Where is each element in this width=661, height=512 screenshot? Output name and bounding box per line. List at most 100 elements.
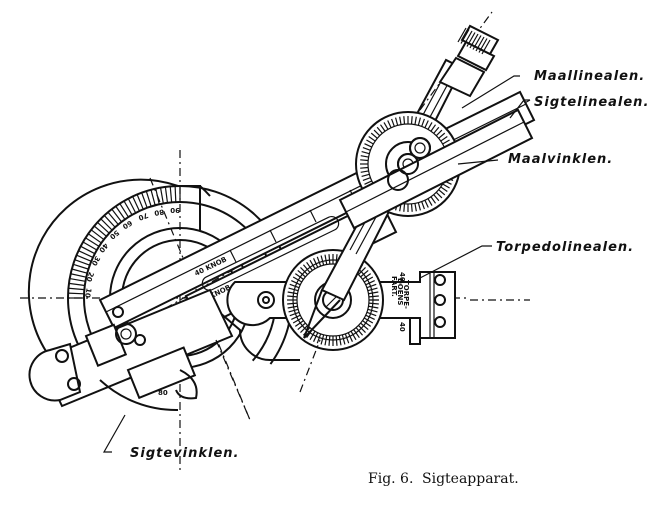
- figure-caption-title: Sigteapparat.: [422, 471, 519, 487]
- scale-tick: [136, 194, 144, 210]
- scale-tick: [292, 276, 303, 283]
- scale-tick: [442, 139, 450, 145]
- knurl-line: [478, 38, 488, 53]
- scale-tick: [159, 187, 164, 204]
- radial-line-lower: [215, 339, 251, 421]
- scale-tick: [320, 334, 325, 345]
- scale-tick: [364, 143, 373, 148]
- scale-tick: [111, 208, 123, 223]
- scale-tick: [328, 335, 331, 346]
- scale-tick: [123, 200, 133, 216]
- scale-tick: [368, 295, 379, 298]
- scale-tick: [427, 198, 433, 206]
- knurl-line: [481, 39, 491, 55]
- scale-tick: [438, 132, 446, 139]
- scale-tick: [376, 126, 383, 134]
- scale-tick: [287, 291, 298, 295]
- scale-tick: [164, 186, 169, 203]
- scale-tick: [145, 191, 152, 207]
- scale-tick-label: 30: [90, 255, 102, 268]
- scale-tick: [291, 280, 301, 286]
- scale-tick: [287, 295, 298, 298]
- leader-maallinealen: [461, 75, 520, 109]
- scale-tick: [379, 124, 386, 132]
- scale-tick: [362, 177, 371, 181]
- scale-tick: [297, 269, 306, 278]
- scale-tick: [430, 124, 437, 132]
- scale-tick: [368, 305, 379, 309]
- scale-tick: [73, 263, 89, 270]
- scale-tick: [71, 268, 88, 274]
- scale-tick: [288, 287, 299, 292]
- scale-tick: [360, 155, 369, 158]
- scale-tick: [368, 302, 379, 305]
- scale-tick: [344, 333, 350, 344]
- scale-tick: [287, 302, 298, 305]
- knurl-line: [457, 27, 467, 43]
- scale-tick: [289, 283, 300, 289]
- scale-tick: [306, 261, 313, 271]
- mount-body: [204, 299, 300, 361]
- scale-tick: [417, 117, 422, 126]
- scale-tick: [324, 254, 328, 265]
- leader-maalvinklen: [457, 159, 499, 165]
- scale-tick: [366, 283, 377, 289]
- scale-tick: [440, 135, 448, 142]
- scale-tick: [440, 186, 448, 193]
- scale-tick: [150, 189, 156, 206]
- scale-tick: [291, 314, 301, 320]
- scale-tick: [107, 211, 119, 225]
- scale-tick: [373, 129, 381, 137]
- scale-tick: [174, 186, 177, 203]
- scale-tick: [90, 229, 105, 241]
- scale-tick: [350, 330, 357, 341]
- scale-tick: [294, 273, 304, 280]
- scale-tick: [365, 314, 375, 320]
- scale-tick: [82, 241, 98, 251]
- scale-tick: [76, 254, 92, 262]
- knurl-line: [472, 35, 482, 50]
- bar-edge: [345, 121, 525, 213]
- scale-tick: [78, 250, 94, 258]
- knurl-line: [463, 30, 473, 46]
- scale-tick: [347, 332, 353, 342]
- scale-tick: [289, 311, 300, 317]
- scale-tick: [309, 330, 316, 341]
- scale-tick: [316, 256, 322, 267]
- scale-tick-label: 40: [97, 241, 109, 254]
- scale-tick: [417, 202, 422, 211]
- lower-arc-scale: [99, 379, 179, 412]
- scale-tick: [287, 305, 298, 309]
- scale-tick: [360, 166, 369, 169]
- scale-tick: [292, 317, 303, 324]
- scale-tick: [394, 117, 399, 126]
- scale-tick: [367, 287, 378, 292]
- scale-tick: [80, 245, 96, 255]
- scale-tick: [341, 334, 346, 345]
- scale-tick: [300, 267, 308, 275]
- scale-tick: [288, 308, 299, 313]
- scale-tick: [424, 120, 429, 129]
- scale-tick: [366, 311, 377, 317]
- scale-tick: [85, 237, 100, 247]
- scale-tick: [410, 203, 413, 212]
- label-sigtevinklen: Sigtevinklen.: [130, 446, 239, 461]
- scale-tick-label: 50: [108, 228, 121, 240]
- torpedo-speed-label-3: FART.: [390, 276, 398, 297]
- knurl-line: [475, 36, 485, 52]
- scale-tick: [391, 118, 395, 127]
- scale-tick: [87, 233, 102, 244]
- pivot-screw: [387, 169, 409, 191]
- scale-tick: [100, 218, 113, 231]
- torpedo-speed-40-bottom: 40: [398, 322, 406, 332]
- torpedo-speed-label-2: DOENS: [396, 278, 404, 305]
- sigtevinklen-mechanism: [28, 288, 234, 408]
- scale-tick: [69, 277, 86, 282]
- scale-tick: [355, 327, 364, 336]
- scale-tick: [68, 292, 85, 295]
- adjustment-knob: [419, 11, 500, 111]
- scale-tick-label: 60: [121, 219, 134, 231]
- scale-tick: [363, 317, 374, 324]
- scale-tick: [362, 147, 371, 151]
